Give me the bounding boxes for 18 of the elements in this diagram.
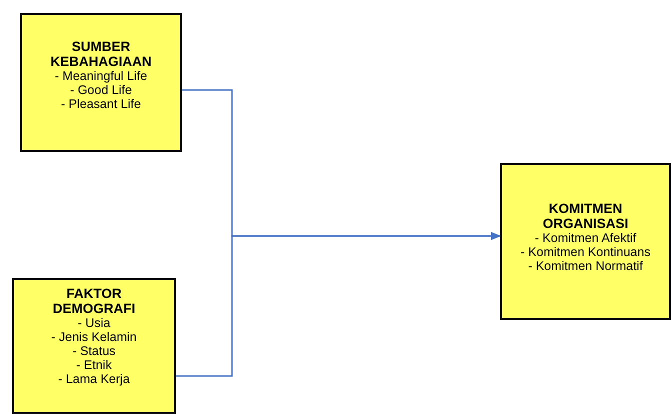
list-item: - Komitmen Kontinuans: [520, 245, 650, 259]
list-item: - Status: [72, 344, 116, 358]
process-box: [20, 13, 182, 152]
list-item: - Meaningful Life: [54, 69, 148, 83]
list-item: - Jenis Kelamin: [51, 330, 137, 344]
box-heading: FAKTOR DEMOGRAFI: [52, 286, 136, 316]
list-item: - Etnik: [76, 358, 112, 372]
list-item: - Pleasant Life: [61, 97, 141, 111]
box-heading: SUMBER KEBAHAGIAAN: [49, 39, 153, 69]
list-item: - Lama Kerja: [58, 372, 130, 386]
process-box: [500, 163, 671, 320]
list-item: - Komitmen Afektif: [534, 231, 636, 245]
list-item: - Komitmen Normatif: [528, 259, 643, 273]
connector-arrow: [176, 232, 501, 377]
box-heading: KOMITMEN ORGANISASI: [542, 201, 630, 231]
list-item: - Good Life: [70, 83, 132, 97]
process-box: [12, 278, 176, 414]
list-item: - Usia: [78, 316, 110, 330]
